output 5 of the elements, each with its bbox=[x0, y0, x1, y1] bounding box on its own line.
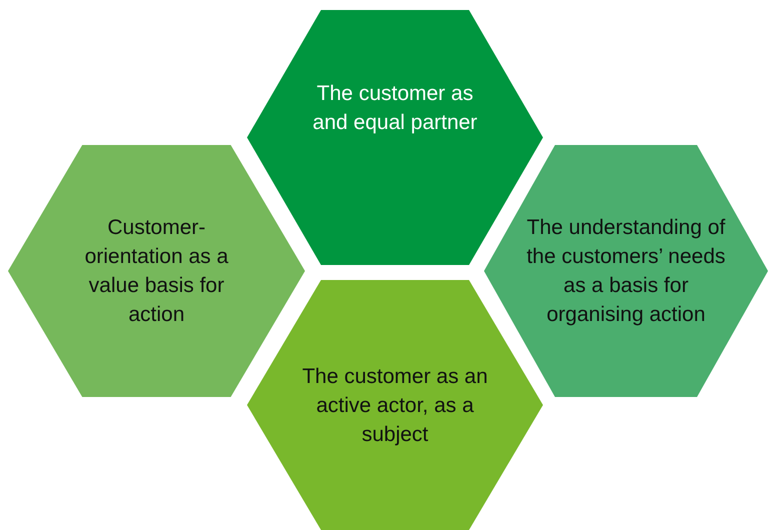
hexagon-text: Customer- orientation as a value basis for action bbox=[84, 215, 230, 328]
hexagon-text: The customer as and equal partner bbox=[312, 80, 478, 136]
hexagon-text: The understanding of the customers’ needs as a basis for organising action bbox=[526, 215, 726, 328]
hexagon-text: The customer as an active actor, as a subject bbox=[301, 364, 489, 448]
hexagon-tile bbox=[247, 280, 543, 530]
